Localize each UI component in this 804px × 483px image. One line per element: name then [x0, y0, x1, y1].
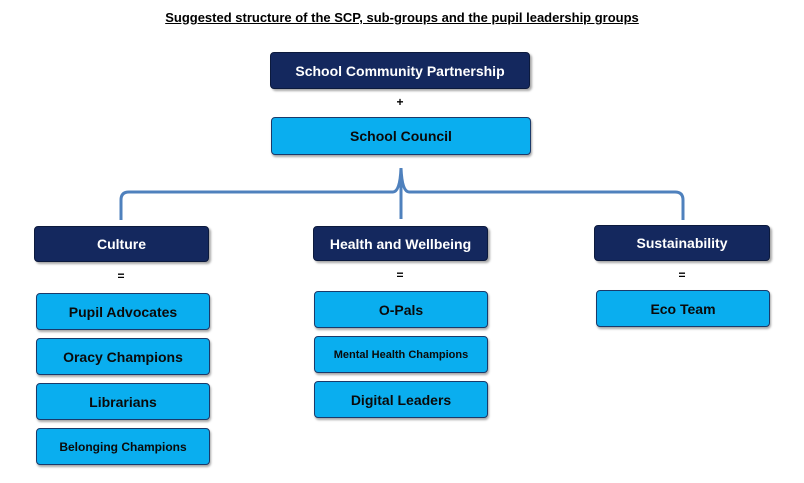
pupil-advocates-box: Pupil Advocates — [36, 293, 210, 330]
school-community-partnership-box: School Community Partnership — [270, 52, 530, 89]
o-pals-box: O-Pals — [314, 291, 488, 328]
culture-equals: = — [117, 269, 125, 283]
eco-team-box: Eco Team — [596, 290, 770, 327]
plus-sign: + — [396, 95, 404, 109]
belonging-champions-box: Belonging Champions — [36, 428, 210, 465]
culture-box: Culture — [34, 226, 209, 262]
school-council-box: School Council — [271, 117, 531, 155]
diagram-title: Suggested structure of the SCP, sub-grou… — [165, 10, 639, 25]
oracy-champions-box: Oracy Champions — [36, 338, 210, 375]
health-equals: = — [396, 268, 404, 282]
mental-health-champions-box: Mental Health Champions — [314, 336, 488, 373]
sustainability-equals: = — [678, 268, 686, 282]
sustainability-box: Sustainability — [594, 225, 770, 261]
digital-leaders-box: Digital Leaders — [314, 381, 488, 418]
librarians-box: Librarians — [36, 383, 210, 420]
health-wellbeing-box: Health and Wellbeing — [313, 226, 488, 261]
